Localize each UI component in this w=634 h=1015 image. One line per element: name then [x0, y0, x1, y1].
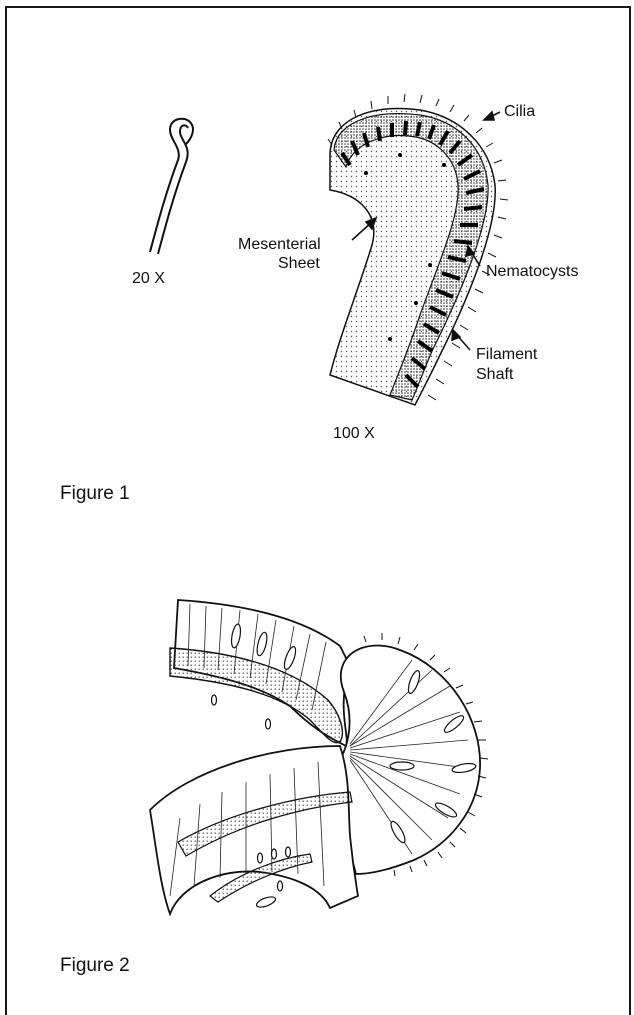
label-mesenterial-line1: Mesenterial — [238, 236, 321, 254]
figure2-drawing — [150, 596, 520, 926]
label-cilia: Cilia — [504, 103, 535, 121]
label-mesenterial-line2: Sheet — [278, 255, 320, 273]
label-nematocysts: Nematocysts — [486, 263, 578, 281]
label-filament-line1: Filament — [476, 346, 537, 364]
magnification-100x: 100 X — [333, 425, 375, 443]
figure2-caption: Figure 2 — [60, 955, 130, 977]
label-filament-line2: Shaft — [476, 366, 513, 384]
figure1-caption: Figure 1 — [60, 483, 130, 505]
